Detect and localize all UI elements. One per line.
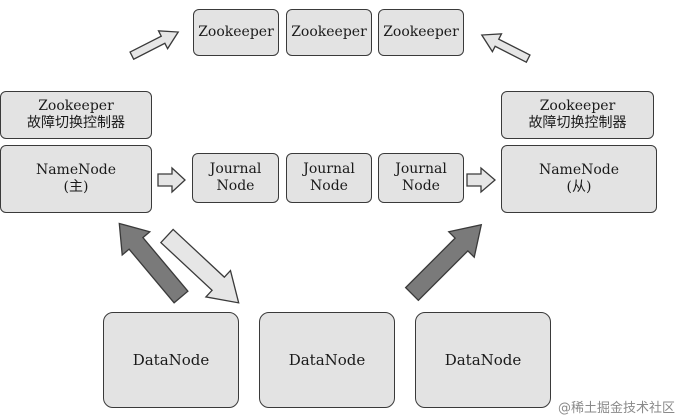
datanode-3: DataNode [415,312,551,408]
failover-controller-left-line1: Zookeeper [38,97,114,114]
watermark: @稀土掘金技术社区 [557,401,675,416]
datanode-3-label: DataNode [444,350,522,369]
zookeeper-node-2: Zookeeper [286,9,372,56]
namenode-standby-line1: NameNode [538,161,620,178]
failover-controller-left-line2: 故障切换控制器 [27,115,125,131]
arrow-right-controller-to-zookeeper [480,33,531,64]
failover-controller-right: Zookeeper 故障切换控制器 [501,91,654,139]
namenode-active-line1: NameNode [35,161,117,178]
zookeeper-node-2-label: Zookeeper [291,23,367,40]
zookeeper-node-1-label: Zookeeper [198,23,274,40]
zookeeper-node-3: Zookeeper [378,9,464,56]
namenode-active: NameNode (主) [0,145,152,213]
arrow-namenode-active-to-datanode [159,228,240,304]
zookeeper-node-1: Zookeeper [193,9,279,56]
datanode-2: DataNode [259,312,395,408]
arrow-journal-to-namenode [466,166,496,194]
journal-node-2: Journal Node [286,153,372,203]
journal-node-3: Journal Node [378,153,464,203]
failover-controller-right-line1: Zookeeper [539,97,616,114]
journal-node-3-line1: Journal [395,160,447,177]
datanode-2-label: DataNode [288,350,366,369]
datanode-1: DataNode [103,312,239,408]
arrow-datanode-to-namenode-active [118,222,189,304]
failover-controller-left: Zookeeper 故障切换控制器 [0,91,152,139]
journal-node-1-line2: Node [216,178,255,194]
arrow-namenode-to-journal [157,166,186,194]
journal-node-2-line1: Journal [303,160,355,177]
failover-controller-right-line2: 故障切换控制器 [528,115,627,131]
zookeeper-node-3-label: Zookeeper [383,23,459,40]
arrow-datanode-to-namenode-standby [404,223,483,302]
datanode-1-label: DataNode [132,350,210,369]
journal-node-2-line2: Node [310,178,348,194]
journal-node-1-line1: Journal [209,160,262,177]
journal-node-1: Journal Node [192,153,279,203]
namenode-standby: NameNode (从) [501,145,657,213]
journal-node-3-line2: Node [402,178,440,194]
arrow-left-controller-to-zookeeper [129,30,180,61]
namenode-standby-line2: (从) [566,179,592,195]
namenode-active-line2: (主) [63,179,89,195]
